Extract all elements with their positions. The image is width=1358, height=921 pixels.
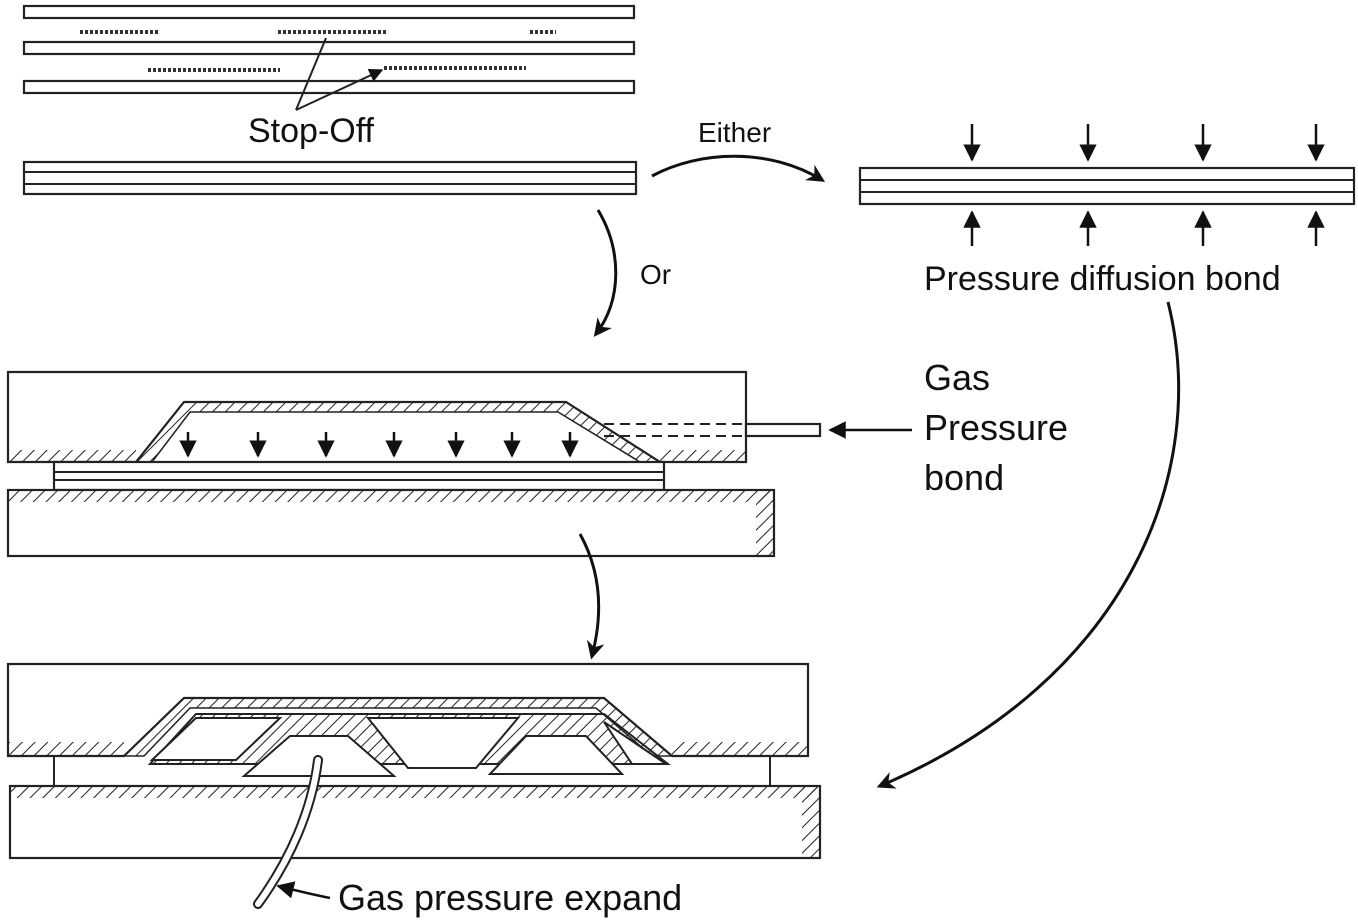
expand-upper-die-hatch (122, 697, 675, 757)
pressure-diffusion-bond-label: Pressure diffusion bond (924, 260, 1281, 298)
expand-lower-die-hatch-side (802, 786, 820, 858)
diffusion-to-expand-arrow (876, 301, 1181, 789)
pack-outline (22, 160, 638, 196)
press-arrows-down (963, 124, 1325, 162)
pressure-diffusion-pack (858, 166, 1356, 206)
gas-pressure-expand-label: Gas pressure expand (338, 877, 682, 918)
expand-upper-hatch-right (672, 742, 808, 756)
gas-pressure-bond-label-line3: bond (924, 457, 1004, 498)
either-label: Either (698, 117, 771, 148)
core-cell (603, 721, 670, 765)
upper-die-hatch-right (660, 450, 746, 462)
or-label: Or (640, 259, 671, 290)
gas-pressure-bond-label-line2: Pressure (924, 407, 1068, 448)
pdb-pack-outline (858, 166, 1356, 206)
stop-off-leader (295, 68, 384, 111)
gas-expand-pipe-inner (255, 757, 321, 907)
gas-pressure-bond-label-line1: Gas (924, 357, 990, 398)
core-cell (149, 717, 283, 761)
either-arrow (651, 154, 826, 182)
bond-to-expand-arrow (578, 533, 605, 660)
expand-upper-hatch-left (8, 742, 124, 756)
stop-off-label: Stop-Off (248, 112, 375, 150)
upper-die-hatch-left (8, 450, 136, 462)
expand-die (6, 662, 822, 909)
press-arrows-up (963, 210, 1325, 246)
bond-pack (52, 460, 666, 492)
lower-die-hatch-side (756, 490, 774, 556)
gas-expand-pointer-arrow (276, 881, 331, 900)
stacked-sheets (22, 4, 636, 111)
gas-inlet-pipe (744, 422, 822, 438)
upper-die-hatch (134, 401, 663, 463)
or-arrow (593, 209, 618, 337)
sheet-top (22, 4, 636, 20)
stop-off-leader (295, 37, 327, 111)
gas-bond-die (6, 370, 822, 558)
gas-pressure-arrows (179, 432, 579, 458)
core-cell (365, 717, 521, 769)
laminated-pack (22, 160, 638, 196)
expand-lower-die-hatch (10, 786, 820, 798)
sheet-bottom (22, 79, 636, 95)
core-cell (487, 735, 625, 775)
lower-die-hatch (8, 490, 774, 502)
sheet-middle (22, 40, 636, 56)
